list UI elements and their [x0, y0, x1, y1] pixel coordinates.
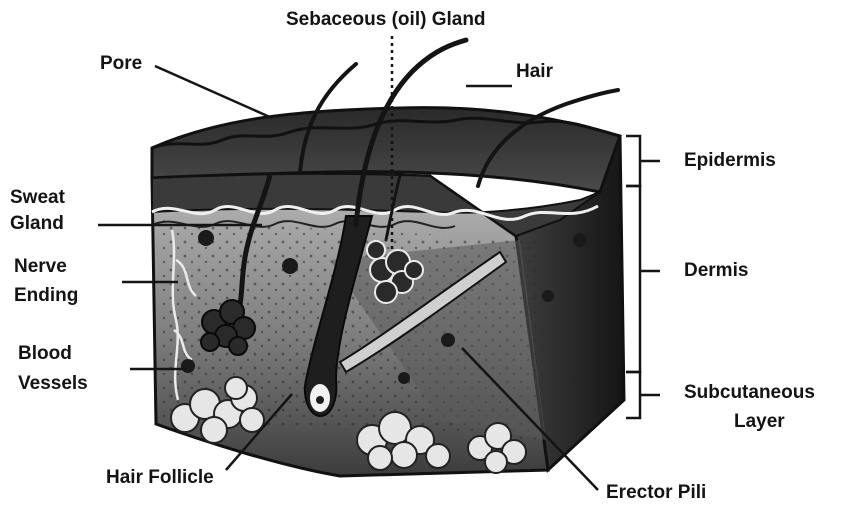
- label-nerve-ending-line-2: Ending: [14, 284, 78, 308]
- label-subcutaneous-line-1: Subcutaneous: [684, 381, 815, 405]
- label-hair: Hair: [516, 60, 553, 84]
- label-sebaceous-gland: Sebaceous (oil) Gland: [286, 8, 486, 32]
- label-nerve-ending-line-1: Nerve: [14, 255, 67, 279]
- label-dermis: Dermis: [684, 259, 748, 283]
- label-epidermis: Epidermis: [684, 149, 776, 173]
- label-subcutaneous-line-2: Layer: [734, 410, 785, 434]
- label-pore: Pore: [100, 52, 142, 76]
- label-blood-vessels-line-1: Blood: [18, 342, 72, 366]
- label-erector-pili: Erector Pili: [606, 481, 706, 505]
- label-blood-vessels-line-2: Vessels: [18, 372, 88, 396]
- label-sweat-gland-line-1: Sweat: [10, 186, 65, 210]
- layer-brackets: [626, 136, 660, 418]
- label-hair-follicle: Hair Follicle: [106, 466, 214, 490]
- label-sweat-gland-line-2: Gland: [10, 212, 64, 236]
